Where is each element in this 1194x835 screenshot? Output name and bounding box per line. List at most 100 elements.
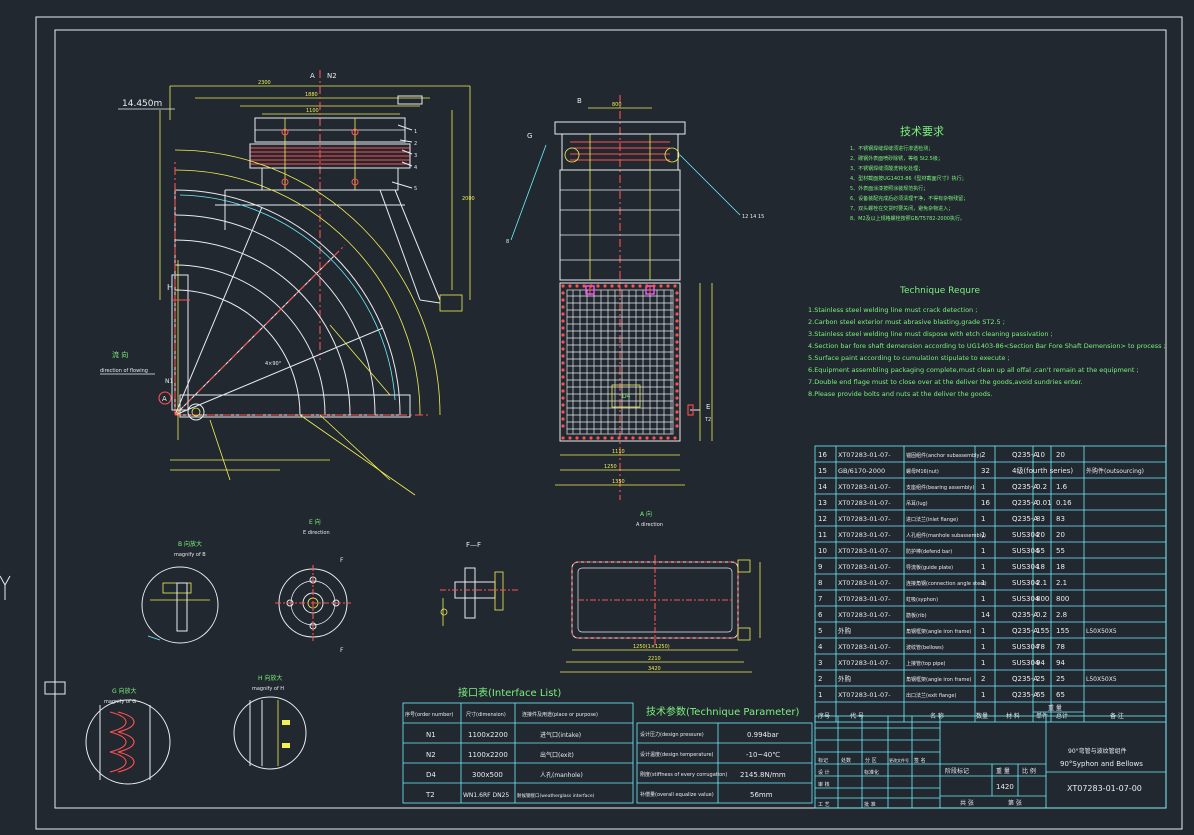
- tech-cn-item: 2、碳钢外表面喷砂除锈，等级 St2.5级；: [850, 155, 943, 162]
- marker-n1: N1: [165, 378, 173, 385]
- bolt-hole: [561, 403, 565, 407]
- bom-cell: 2.1: [1036, 579, 1047, 587]
- bolt-hole: [675, 298, 679, 302]
- dim-b-plan-r: 1250: [604, 464, 617, 470]
- bolt-hole: [561, 368, 565, 372]
- tech-cn-title: 技术要求: [900, 125, 944, 138]
- tech-cn-item: 7、双头螺栓在交货时要关闭，避免杂物进入；: [850, 205, 953, 212]
- bolt-hole: [624, 284, 628, 288]
- bolt-hole: [675, 312, 679, 316]
- bolt-hole: [652, 436, 656, 440]
- bolt-hole: [675, 326, 679, 330]
- bom-cell: 4: [818, 643, 823, 651]
- bom-cell: Q235-A: [1012, 515, 1038, 523]
- svg-text:1: 1: [414, 129, 417, 135]
- bom-cell: 83: [1036, 515, 1045, 523]
- bom-cell: 65: [1056, 691, 1065, 699]
- bolt-hole: [675, 361, 679, 365]
- interface-cell: 进气口(intake): [540, 731, 581, 739]
- bom-cell: 18: [1036, 563, 1045, 571]
- bolt-hole: [675, 291, 679, 295]
- bom-cell: 20: [1036, 531, 1045, 539]
- bom-cell: 人孔组件(manhole subassembly): [906, 532, 986, 539]
- sheet-index: 第 张: [1008, 799, 1022, 807]
- marker-n2: N2: [327, 72, 337, 80]
- interface-cell: 人孔(manhole): [540, 771, 583, 779]
- interface-cell: 1100x2200: [468, 731, 508, 739]
- detail-h-en: magnify of H: [252, 686, 284, 692]
- bolt-hole: [675, 382, 679, 386]
- bom-cell: 83: [1056, 515, 1065, 523]
- tech-requirements-en: Technique Requre 1.Stainless steel weldi…: [808, 286, 1166, 398]
- bom-cell: 800: [1056, 595, 1069, 603]
- bolt-hole: [561, 298, 565, 302]
- tech-en-item: 6.Equipment assembling packaging complet…: [808, 366, 1139, 374]
- interface-cell: 1100x2200: [468, 751, 508, 759]
- bom-cell: 1: [981, 659, 985, 667]
- bom-cell: XT07283-01-07-: [838, 483, 891, 491]
- bom-cell: 0.2: [1036, 483, 1047, 491]
- detail-ff-label: F—F: [466, 541, 481, 549]
- bolt-hole: [603, 284, 607, 288]
- flow-direction-cn: 流 向: [112, 350, 128, 359]
- bom-cell: SUS304: [1012, 579, 1040, 587]
- bom-cell: 12: [818, 515, 827, 523]
- bom-cell: 外购: [838, 626, 852, 635]
- interface-cell: D4: [426, 771, 436, 779]
- marker-a-top: A: [310, 72, 315, 80]
- bolt-hole: [675, 389, 679, 393]
- bom-cell: 15: [818, 467, 827, 475]
- bom-cell: 1: [981, 531, 985, 539]
- detail-g-magnify: G 向放大 magnify of G: [44, 681, 171, 785]
- bolt-hole: [561, 291, 565, 295]
- dim-top-1100: 1100: [306, 108, 319, 114]
- bom-cell: 94: [1056, 659, 1065, 667]
- bom-cell: 25: [1056, 675, 1065, 683]
- dim-top-overall: 2300: [258, 80, 271, 86]
- bom-cell: 防护棒(defend bar): [906, 548, 952, 555]
- tech-en-item: 2.Carbon steel exterior must abrasive bl…: [808, 318, 1005, 326]
- interface-cell: T2: [425, 791, 435, 799]
- side-view-b: B G 800 12 14 15 8: [506, 95, 764, 500]
- dim-side-2000: 2000: [462, 196, 475, 202]
- bom-cell: 角钢框架(angle iron frame): [906, 676, 971, 683]
- param-label: 设计温度(design temperature): [640, 751, 714, 758]
- param-label: 补偿量(overall equalize value): [640, 791, 714, 798]
- param-value: -10~40℃: [746, 751, 780, 759]
- dim-a-mid: 2210: [648, 656, 661, 662]
- marker-f-lower: F: [340, 647, 344, 654]
- flow-direction-en: direction of flowing: [100, 368, 148, 374]
- bom-cell: 角钢框架(angle iron frame): [906, 628, 971, 635]
- outer-frame: [35, 16, 1183, 830]
- bom-weight-header: 重 量: [1048, 704, 1062, 712]
- tech-cn-item: 6、设备装配完成后必须清理干净，不得有杂物残留；: [850, 195, 968, 202]
- bolt-hole: [561, 396, 565, 400]
- bom-cell: 3: [818, 659, 822, 667]
- drawing-title-cn: 90°弯管与波纹管组件: [1068, 747, 1127, 755]
- bolt-hole: [645, 436, 649, 440]
- dim-b-top: 800: [612, 102, 622, 108]
- bom-cell: XT07283-01-07-: [838, 611, 891, 619]
- dim-top-mid: 1880: [305, 92, 318, 98]
- dim-b-plan-total: 1350: [612, 479, 625, 485]
- bom-cell: 1: [981, 643, 985, 651]
- bolt-hole: [561, 319, 565, 323]
- bom-cell: 94: [1036, 659, 1045, 667]
- stage-label: 阶段标记: [945, 767, 969, 775]
- ucs-icon: [0, 575, 11, 600]
- detail-g-en: magnify of G: [104, 699, 136, 705]
- interface-title: 接口表(Interface List): [458, 686, 561, 699]
- bolt-hole: [568, 436, 572, 440]
- bolt-hole: [675, 347, 679, 351]
- bom-cell: 2.1: [1056, 579, 1067, 587]
- bom-cell: 9: [818, 563, 822, 571]
- bolt-hole: [589, 284, 593, 288]
- bolt-hole: [675, 319, 679, 323]
- bolt-hole: [561, 389, 565, 393]
- bolt-hole: [675, 368, 679, 372]
- tech-en-item: 4.Section bar fore shaft demension accor…: [808, 342, 1166, 350]
- bolt-hole: [596, 436, 600, 440]
- bom-cell: Q235-A: [1012, 499, 1038, 507]
- bom-cell: 4级(fourth series): [1012, 466, 1073, 475]
